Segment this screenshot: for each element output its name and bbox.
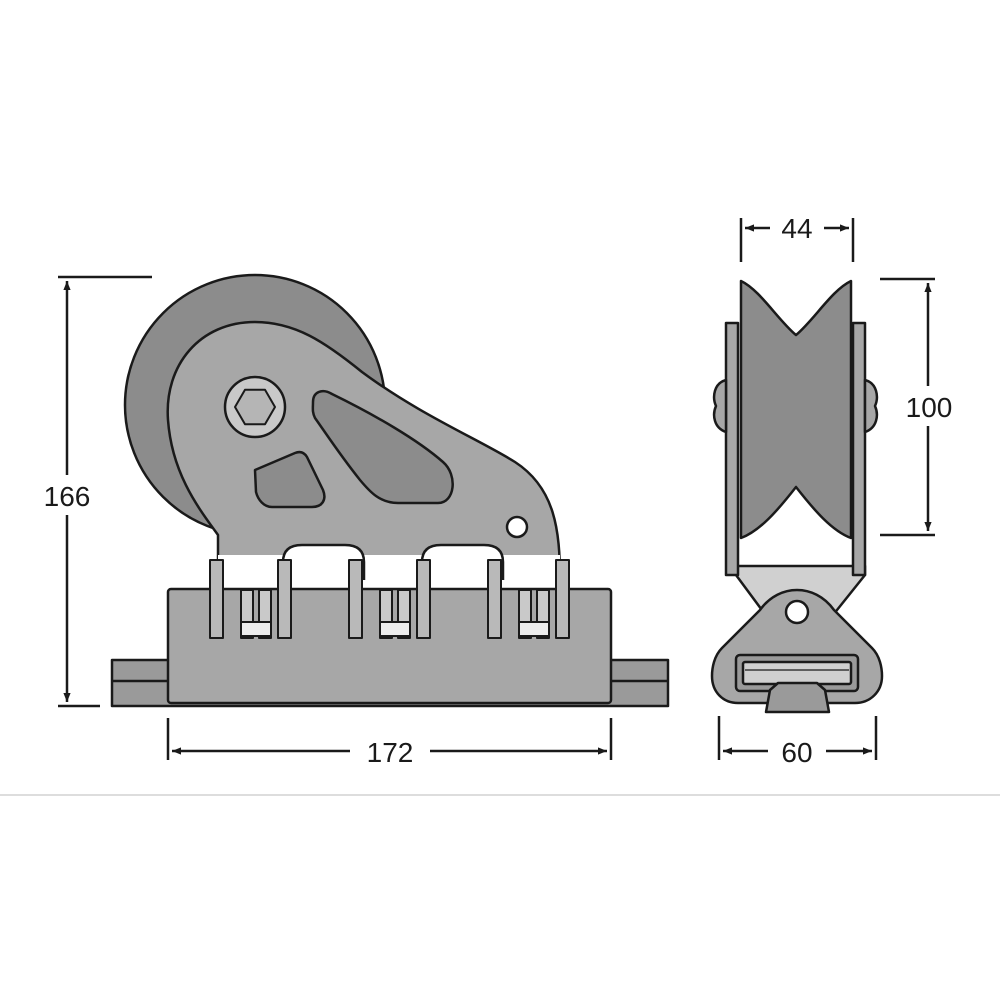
side-plate-left [724, 321, 740, 577]
dimension-label-bg [38, 475, 96, 515]
slot-liner [741, 660, 853, 686]
cheek-hole [505, 515, 529, 539]
axle-hex-icon [223, 375, 287, 439]
window-cutout-small [253, 450, 326, 509]
car-hole [784, 599, 810, 625]
dimension-172-label: 172 [367, 737, 414, 768]
clip-group-3 [487, 559, 570, 639]
dimension-166-label: 166 [44, 481, 91, 512]
clip-group-2 [348, 559, 431, 639]
front-view [710, 279, 884, 714]
sheave-front [739, 279, 853, 540]
window-cutout-large [311, 390, 454, 505]
dimension-100-label: 100 [906, 392, 953, 423]
clip-band [218, 555, 560, 590]
dimension-44-label: 44 [781, 213, 812, 244]
dimension-60-label: 60 [781, 737, 812, 768]
dimension-label-bg [770, 208, 824, 248]
cheek-arch-left [281, 543, 366, 580]
dimension-label-bg [768, 732, 826, 772]
side-view [110, 273, 670, 708]
side-plate-right [851, 321, 867, 577]
rail-profile [764, 681, 831, 714]
axle-nut-left [712, 378, 728, 434]
dimension-label-bg [896, 386, 962, 426]
clip-group-1 [209, 559, 292, 639]
axle-nut-right [863, 378, 879, 434]
cheek-arch-right [420, 543, 505, 580]
dimension-label-bg [350, 732, 430, 772]
